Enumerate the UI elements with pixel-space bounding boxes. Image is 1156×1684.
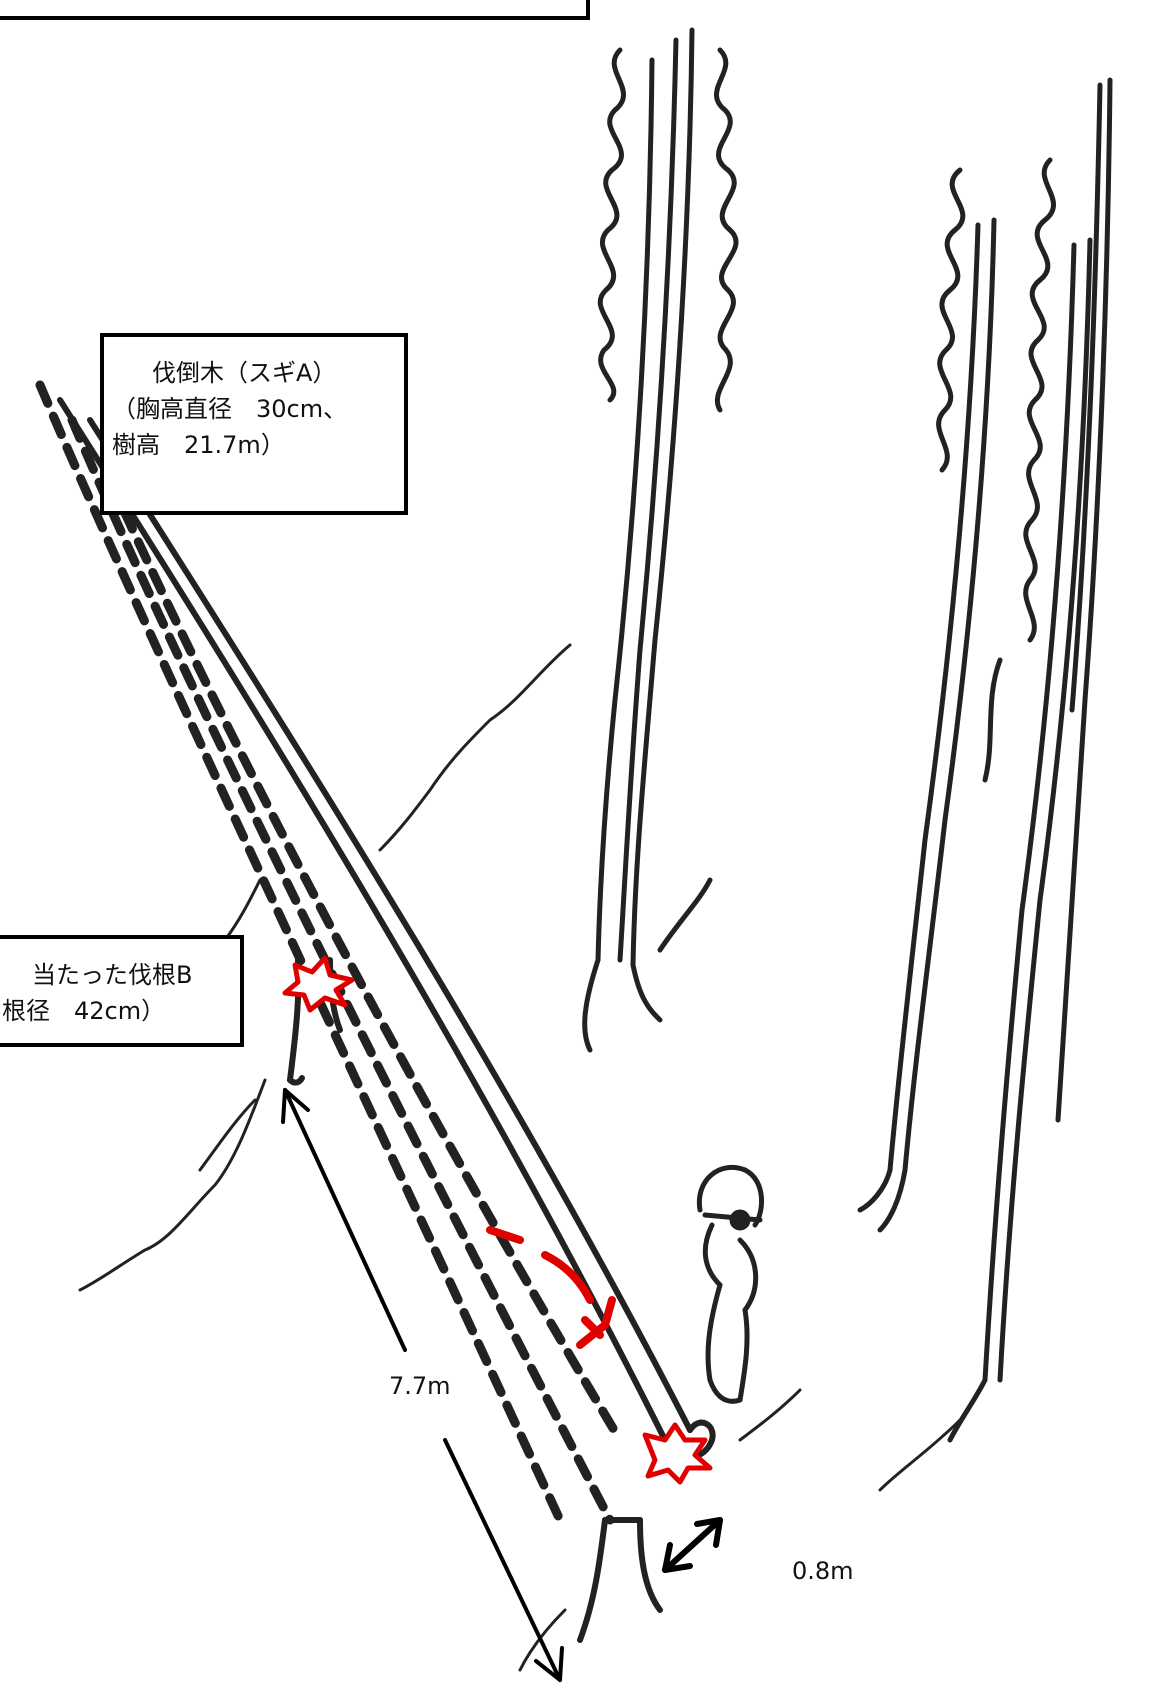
felled-tree-label-line2: （胸高直径 30cm、 (112, 395, 348, 423)
felled-tree-label-line3: 樹高 21.7m） (112, 431, 285, 459)
double-headed-arrow-icon (662, 1517, 723, 1573)
slope-lines (78, 643, 962, 1672)
dimension-label-0-8m: 0.8m (792, 1557, 854, 1585)
dimension-arrow-7-7m (281, 1088, 564, 1682)
stump-b-label: 当たった伐根B 根径 42cm） (0, 935, 244, 1047)
dimension-label-7-7m: 7.7m (383, 1370, 457, 1402)
standing-trees-right (857, 77, 1113, 1443)
stump-b-label-line1: 当たった伐根B (32, 961, 193, 989)
fall-direction-arrow-icon (486, 1226, 616, 1349)
tree-a-original-position (35, 380, 625, 1525)
impact-burst-icon (642, 1422, 713, 1485)
impact-burst-icon (282, 955, 355, 1013)
standing-tree-center (582, 27, 739, 1053)
worker-figure (696, 1164, 765, 1404)
stump-a (577, 1517, 663, 1643)
caption-box-top (0, 0, 590, 20)
felled-tree-label-line1: 伐倒木（スギA） (152, 359, 337, 387)
felled-tree-label: 伐倒木（スギA） （胸高直径 30cm、 樹高 21.7m） (100, 333, 408, 515)
stump-b-label-line2: 根径 42cm） (2, 997, 166, 1025)
